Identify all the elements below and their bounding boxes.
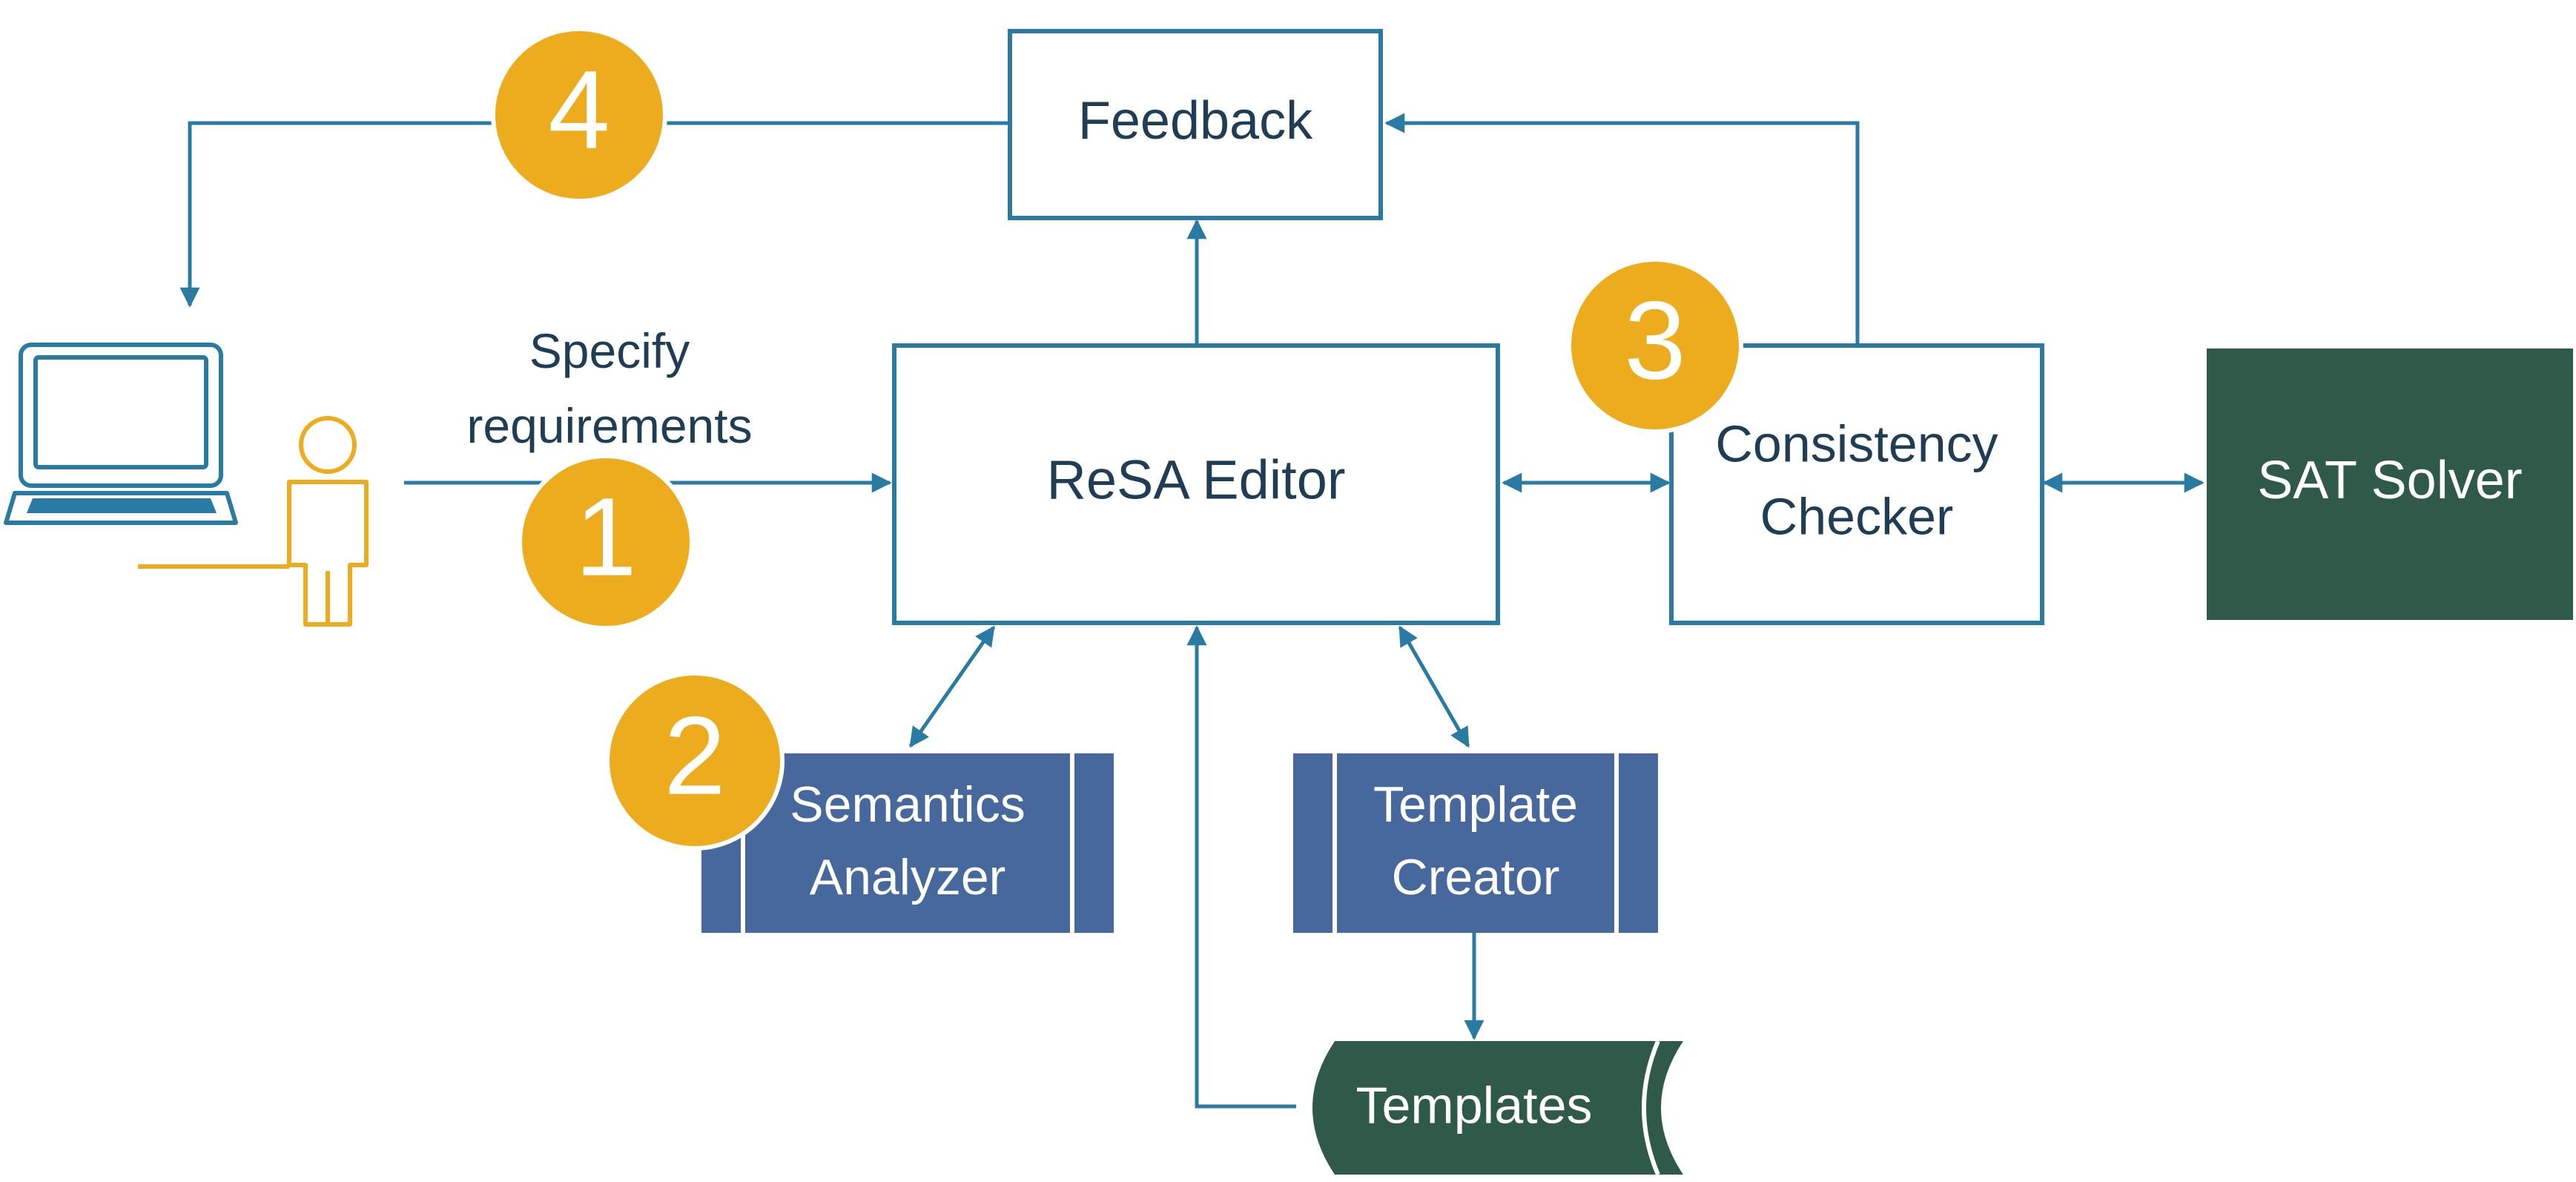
template-creator-label-line-2: Creator [1392, 849, 1560, 905]
templates-storage: Templates [1312, 1040, 1683, 1176]
specify-requirements-label: Specify requirements [466, 323, 752, 453]
semantics-analyzer-label-line-2: Analyzer [810, 849, 1006, 905]
feedback-to-user-arrow [179, 121, 1010, 308]
consistency-checker-label-line-1: Consistency [1715, 415, 1998, 472]
sat-solver-label: SAT Solver [2257, 451, 2522, 510]
resa-editor-label: ReSA Editor [1046, 449, 1345, 511]
step-badge-3: 3 [1567, 257, 1743, 434]
step-number-1: 1 [575, 475, 636, 599]
user-laptop-icon [4, 343, 369, 627]
semantics-analyzer-label-line-1: Semantics [790, 776, 1025, 833]
step-number-3: 3 [1624, 278, 1685, 403]
person-icon [138, 416, 369, 627]
template-creator-box: Template Creator [1293, 753, 1658, 933]
template-creator-label-line-1: Template [1373, 776, 1578, 833]
connectors [179, 113, 2205, 1109]
laptop-icon [4, 343, 238, 525]
feedback-box: Feedback [1008, 29, 1383, 220]
consistency-checker-label-line-2: Checker [1760, 487, 1954, 545]
specify-label-line-1: Specify [529, 323, 690, 378]
feedback-label: Feedback [1078, 91, 1313, 151]
templates-to-editor-arrow [1186, 625, 1296, 1109]
step-number-2: 2 [664, 693, 725, 818]
step-number-4: 4 [548, 47, 610, 172]
specify-label-line-2: requirements [466, 398, 752, 453]
editor-analyzer-bidirectional-arrow [908, 625, 996, 748]
templates-label: Templates [1355, 1076, 1592, 1134]
consistency-checker-box: Consistency Checker [1669, 343, 2044, 625]
step-badge-2: 2 [605, 671, 785, 851]
sat-solver-box: SAT Solver [2207, 349, 2573, 620]
resa-editor-box: ReSA Editor [892, 343, 1500, 625]
step-badge-1: 1 [518, 454, 694, 630]
editor-creator-bidirectional-arrow [1398, 625, 1470, 748]
checker-to-feedback-arrow [1384, 113, 1860, 346]
step-badge-4: 4 [491, 27, 667, 203]
